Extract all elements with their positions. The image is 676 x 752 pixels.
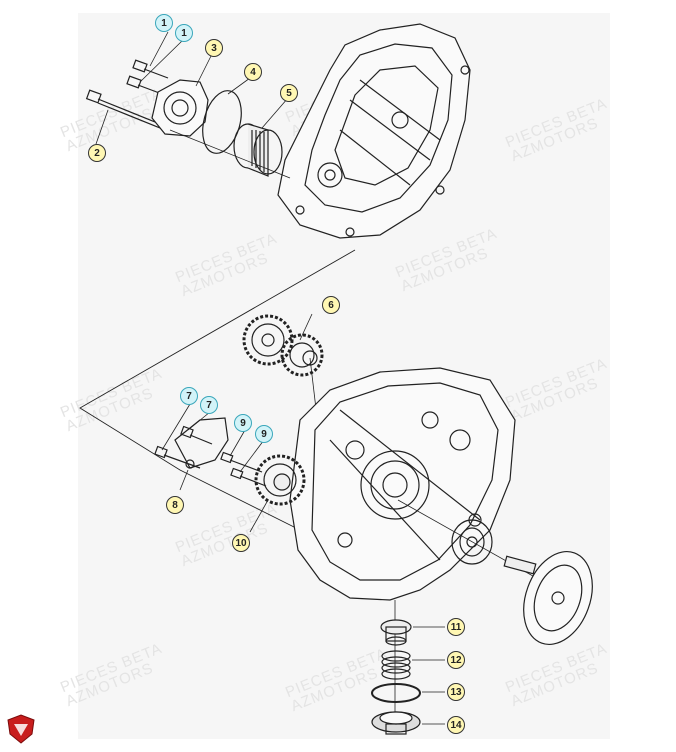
callout-2[interactable]: 2 (88, 144, 106, 162)
drain-screen-cap (371, 711, 445, 735)
callout-9[interactable]: 9 (234, 414, 252, 432)
pump-drive-gear (254, 454, 306, 506)
crankcase (289, 367, 516, 601)
callout-5[interactable]: 5 (280, 84, 298, 102)
callout-8[interactable]: 8 (166, 496, 184, 514)
callout-7[interactable]: 7 (200, 396, 218, 414)
azmotors-logo-icon (7, 714, 35, 744)
callout-7[interactable]: 7 (180, 387, 198, 405)
callout-12[interactable]: 12 (447, 651, 465, 669)
pump-pin-bolt (220, 451, 267, 487)
callout-6[interactable]: 6 (322, 296, 340, 314)
filter-o-ring (202, 90, 242, 154)
callout-9[interactable]: 9 (255, 425, 273, 443)
cover-bolt-short (126, 59, 169, 95)
callout-1[interactable]: 1 (175, 24, 193, 42)
drain-o-ring (371, 683, 445, 703)
callout-10[interactable]: 10 (232, 534, 250, 552)
main-bearing (451, 519, 493, 565)
pump-gasket (174, 417, 229, 469)
crankshaft-flywheel (397, 499, 593, 646)
callout-11[interactable]: 11 (447, 618, 465, 636)
callout-3[interactable]: 3 (205, 39, 223, 57)
callout-1[interactable]: 1 (155, 14, 173, 32)
oil-filter-cover (151, 79, 209, 137)
oil-filter (233, 123, 283, 177)
callout-13[interactable]: 13 (447, 683, 465, 701)
callout-14[interactable]: 14 (447, 716, 465, 734)
drain-plug (380, 619, 445, 646)
outer-engine-cover (277, 23, 471, 239)
drain-spring (381, 650, 445, 680)
callout-4[interactable]: 4 (244, 63, 262, 81)
